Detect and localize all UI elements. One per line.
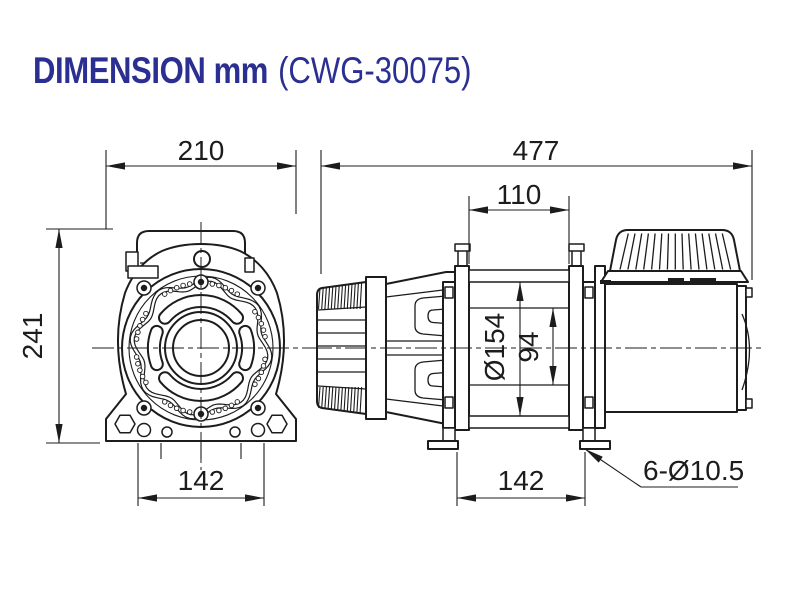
dim-front-hole-spacing: 142 — [137, 443, 265, 506]
dim-drum-diameter-label: 94 — [513, 331, 544, 362]
dim-side-hole-spacing-label: 142 — [498, 465, 545, 496]
motor-assembly — [594, 229, 753, 429]
top-plug-hole — [193, 250, 211, 268]
dim-front-hole-spacing-label: 142 — [178, 465, 225, 496]
dim-flange-diameter-label: Ø154 — [479, 313, 510, 382]
ratchet-teeth-hatch — [317, 282, 363, 414]
dim-side-length-label: 477 — [513, 135, 560, 166]
ratchet-wheel — [316, 281, 367, 415]
dim-drum-length-label: 110 — [497, 179, 542, 210]
bead-dots-ring — [133, 281, 268, 415]
callout-mount-holes: 6-Ø10.5 — [584, 448, 744, 488]
dome-side-tabs — [125, 251, 255, 279]
title-model-number: (CWG-30075) — [278, 50, 472, 91]
front-view: 210 241 142 — [17, 135, 310, 506]
callout-mount-holes-label: 6-Ø10.5 — [643, 455, 744, 486]
dim-side-length: 477 — [320, 135, 753, 280]
dim-front-width: 210 — [105, 135, 297, 229]
front-centerlines — [92, 222, 310, 470]
dim-drum-diameter: 94 — [513, 308, 557, 385]
dim-front-height-label: 241 — [17, 313, 48, 360]
title-text: DIMENSION mm — [33, 50, 269, 91]
motor-cap-ribs — [619, 233, 732, 270]
dim-front-width-label: 210 — [178, 135, 225, 166]
side-view: 477 110 Ø154 94 — [310, 135, 762, 506]
base-mount-holes — [114, 414, 288, 438]
dim-front-height: 241 — [17, 228, 113, 444]
page-title: DIMENSION mm(CWG-30075) — [33, 50, 472, 92]
dim-drum-length: 110 — [468, 179, 570, 264]
dim-flange-diameter: Ø154 — [479, 282, 524, 416]
dim-side-hole-spacing: 142 — [456, 452, 586, 506]
